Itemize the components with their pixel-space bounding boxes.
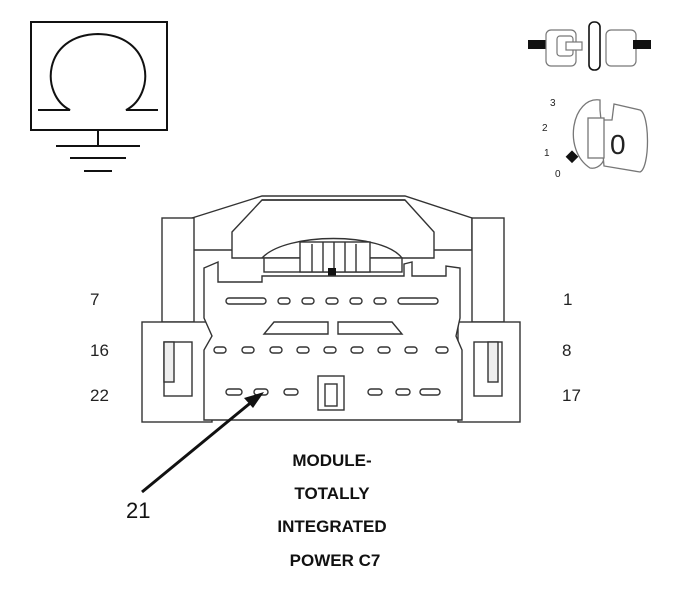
pin-21-callout-label: 21 bbox=[126, 498, 150, 523]
connector-body bbox=[141, 195, 521, 423]
ground-symbol-icon bbox=[30, 21, 168, 172]
pin-label-8: 8 bbox=[562, 341, 571, 360]
pin-label-1: 1 bbox=[563, 290, 572, 309]
module-title-line1: MODULE- bbox=[292, 451, 371, 470]
pin-label-16: 16 bbox=[90, 341, 109, 360]
ign-pos-1: 1 bbox=[544, 148, 550, 159]
pin-label-17: 17 bbox=[562, 386, 581, 405]
module-title-line4: POWER C7 bbox=[290, 551, 381, 570]
module-title-line2: TOTALLY bbox=[294, 484, 370, 503]
module-title-line3: INTEGRATED bbox=[277, 517, 386, 536]
key-label: 0 bbox=[610, 129, 626, 160]
inline-connector-icon bbox=[528, 21, 651, 71]
ign-pos-2: 2 bbox=[542, 123, 548, 134]
ign-pos-0: 0 bbox=[555, 169, 561, 180]
pin-21-callout-arrow bbox=[141, 392, 264, 494]
ignition-key-icon: 3 2 1 0 0 bbox=[542, 98, 649, 180]
pin-label-22: 22 bbox=[90, 386, 109, 405]
pin-label-7: 7 bbox=[90, 290, 99, 309]
ign-pos-3: 3 bbox=[550, 98, 556, 109]
